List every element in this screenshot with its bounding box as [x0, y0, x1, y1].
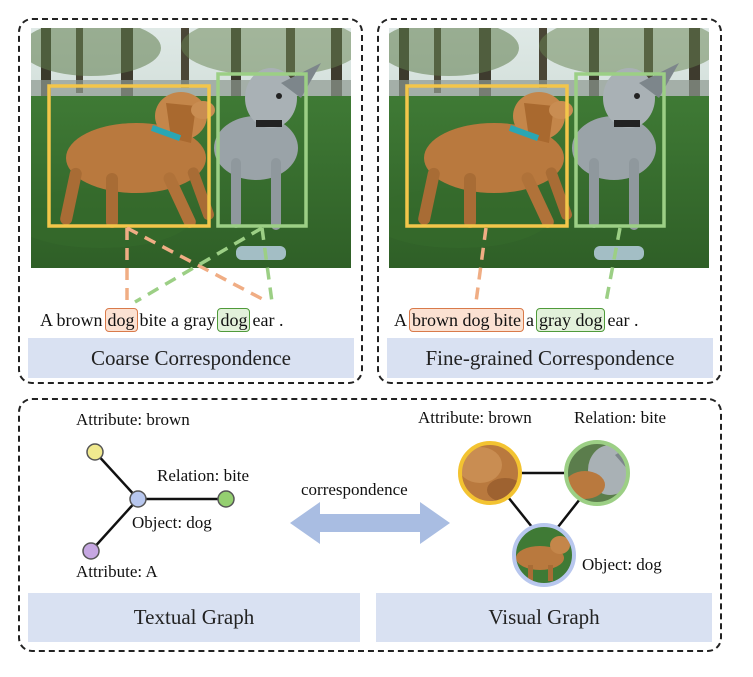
textual-attribute-a-label: Attribute: A — [76, 562, 158, 581]
textual-attribute-brown-label: Attribute: brown — [76, 410, 190, 429]
textual-relation-bite-label: Relation: bite — [157, 466, 250, 485]
coarse-correspondence-panel — [18, 18, 363, 384]
graph-panel — [18, 398, 722, 652]
textual-graph-caption: Textual Graph — [28, 593, 360, 642]
sentence-text: ear . — [607, 309, 639, 330]
highlight-brown-dog-bite: brown dog bite — [409, 308, 524, 332]
dog-photo-coarse — [31, 28, 351, 268]
highlight-dog-gray: dog — [217, 308, 251, 332]
fine-grained-correspondence-panel — [377, 18, 722, 384]
sentence-text: A — [394, 309, 407, 330]
visual-graph-caption: Visual Graph — [376, 593, 712, 642]
sentence-text: A brown — [40, 309, 103, 330]
visual-attribute-brown-label: Attribute: brown — [418, 408, 532, 427]
sentence-text: bite a gray — [139, 309, 216, 330]
highlight-dog-brown: dog — [104, 308, 138, 332]
correspondence-label: correspondence — [301, 480, 408, 499]
fine-sentence: A brown dog bite a gray dog ear . — [394, 308, 638, 332]
fine-grained-caption: Fine-grained Correspondence — [387, 338, 713, 378]
visual-object-dog-label: Object: dog — [582, 555, 662, 574]
sentence-text: ear . — [252, 309, 284, 330]
textual-object-dog-label: Object: dog — [132, 513, 212, 532]
coarse-sentence: A brown dog bite a gray dog ear . — [40, 308, 283, 332]
coarse-caption: Coarse Correspondence — [28, 338, 354, 378]
dog-photo-fine — [389, 28, 709, 268]
visual-relation-bite-label: Relation: bite — [574, 408, 667, 427]
highlight-gray-dog: gray dog — [535, 308, 606, 332]
sentence-text: a — [525, 309, 534, 330]
